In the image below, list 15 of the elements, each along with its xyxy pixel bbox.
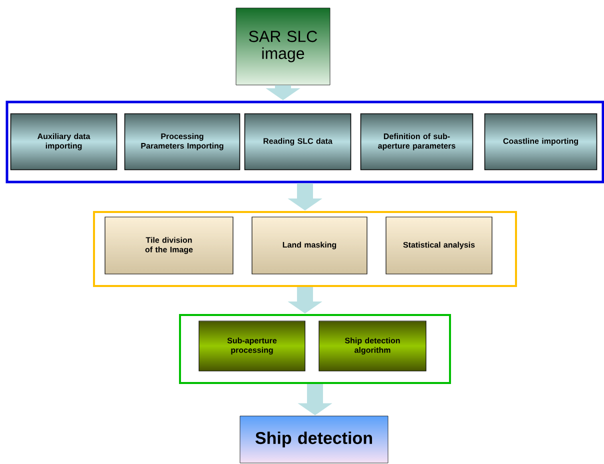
process-box: Processing Parameters Importing — [124, 113, 240, 170]
process-box: Statistical analysis — [386, 216, 492, 274]
group-frame — [179, 314, 451, 384]
process-box: Coastline importing — [484, 113, 598, 170]
process-box: Tile division of the Image — [104, 216, 234, 274]
input-box: SAR SLC image — [236, 8, 330, 86]
group-frame — [6, 100, 604, 184]
process-box: Sub-aperture processing — [198, 320, 306, 372]
group-frame — [93, 211, 517, 287]
process-box: Auxiliary data importing — [10, 113, 118, 170]
process-box: Definition of sub-aperture parameters — [360, 113, 474, 170]
process-box: Land masking — [252, 216, 368, 274]
output-box: Ship detection — [240, 416, 388, 464]
process-box: Ship detection algorithm — [318, 320, 426, 372]
process-box: Reading SLC data — [244, 113, 352, 170]
